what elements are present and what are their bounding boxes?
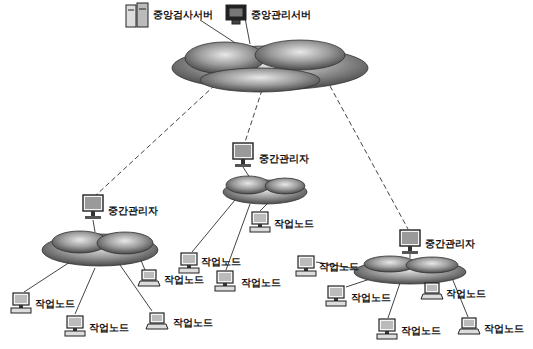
device-label: 작업노드 <box>34 297 76 311</box>
device-label: 작업노드 <box>483 322 525 336</box>
node-label: 작업노드 <box>173 317 213 329</box>
node-label: 작업노드 <box>89 322 129 334</box>
node-label: 작업노드 <box>274 218 314 230</box>
device-label: 중간관리자 <box>258 152 310 166</box>
node-label: 작업노드 <box>319 261 359 273</box>
node-label: 작업노드 <box>446 288 486 300</box>
device-label: 작업노드 <box>240 276 282 290</box>
device-label: 작업노드 <box>400 324 442 338</box>
node-label: 중간관리자 <box>108 205 158 217</box>
device-label: 작업노드 <box>88 321 130 335</box>
device-label: 작업노드 <box>172 316 214 330</box>
node-label: 중간관리자 <box>425 238 475 250</box>
node-label: 작업노드 <box>351 292 391 304</box>
device-label: 중앙검사서버 <box>152 8 214 22</box>
device-label: 작업노드 <box>445 287 487 301</box>
device-label: 작업노드 <box>318 260 360 274</box>
device-label: 중앙관리서버 <box>250 8 312 22</box>
node-label: 중앙검사서버 <box>153 9 213 21</box>
node-label: 작업노드 <box>35 298 75 310</box>
node-label: 작업노드 <box>484 323 524 335</box>
device-label: 작업노드 <box>163 273 205 287</box>
device-label: 중간관리자 <box>107 204 159 218</box>
device-label: 작업노드 <box>350 291 392 305</box>
node-label: 작업노드 <box>201 256 241 268</box>
node-label: 작업노드 <box>164 274 204 286</box>
device-label: 중간관리자 <box>424 237 476 251</box>
node-label: 중간관리자 <box>259 153 309 165</box>
node-label: 작업노드 <box>401 325 441 337</box>
device-label: 작업노드 <box>273 217 315 231</box>
node-label: 중앙관리서버 <box>251 9 311 21</box>
node-label: 작업노드 <box>241 277 281 289</box>
device-label: 작업노드 <box>200 255 242 269</box>
